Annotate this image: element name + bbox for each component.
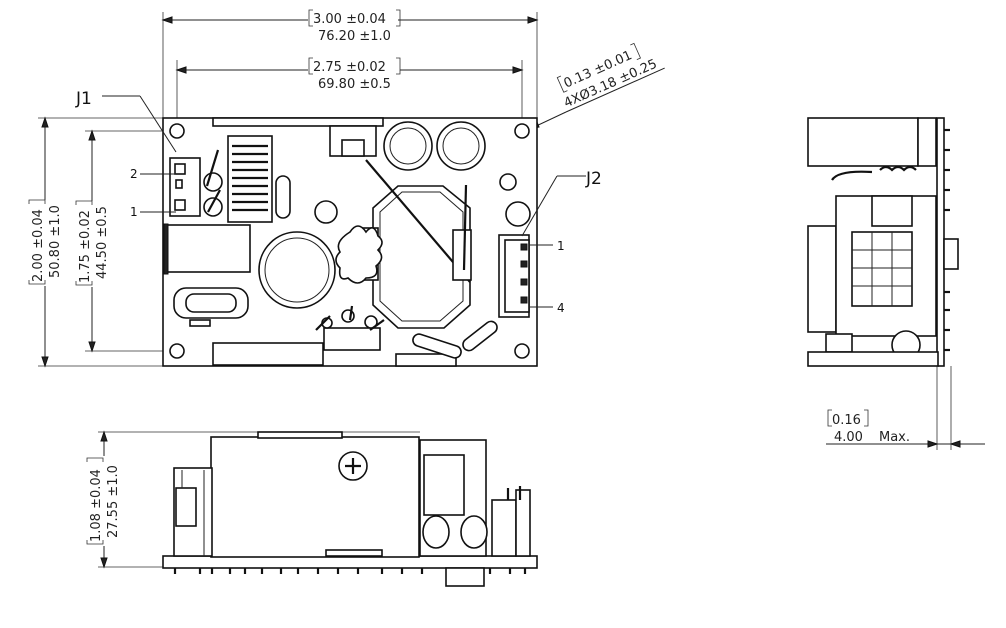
heatsink-cover: [210, 436, 420, 558]
mounting-hole-top-left: [169, 123, 185, 139]
dim-pin-length-inch: 0.16: [832, 413, 861, 428]
j2-pin-1-label: 1: [557, 239, 565, 253]
hole-callout: 0.13 ±0.01 4XØ3.18 ±0.25: [556, 42, 665, 113]
dim-overall-height-inch: 2.00 ±0.04: [31, 209, 46, 282]
mounting-hole-top-right: [514, 123, 530, 139]
mounting-hole-bottom-right: [514, 343, 530, 359]
j1-pin-2-label: 2: [130, 167, 138, 181]
j1-label: J1: [75, 89, 92, 109]
dim-hole-pitch-height-mm: 44.50 ±0.5: [95, 206, 110, 279]
front-view: 1.08 ±0.04 27.55 ±1.0: [86, 430, 538, 587]
capacitor-1: [383, 121, 433, 171]
j1-pin-1-label: 1: [130, 205, 138, 219]
j2-label: J2: [585, 169, 602, 189]
dim-overall-width-mm: 76.20 ±1.0: [318, 29, 391, 44]
dim-overall-width-inch: 3.00 ±0.04: [313, 12, 386, 27]
dim-front-height-mm: 27.55 ±1.0: [106, 465, 121, 538]
line-filter: [165, 224, 251, 273]
dim-hole-pitch-height-inch: 1.75 ±0.02: [78, 210, 93, 283]
bulk-capacitor: [258, 231, 336, 309]
side-view: 0.16 4.00 Max.: [807, 117, 985, 450]
j2-pin-4-label: 4: [557, 301, 565, 315]
inductor-windings: [232, 144, 268, 212]
dim-overall-height-mm: 50.80 ±1.0: [48, 205, 63, 278]
capacitor-2: [436, 121, 486, 171]
mounting-hole-bottom-left: [169, 343, 185, 359]
dim-front-height-inch: 1.08 ±0.04: [89, 469, 104, 542]
dim-pin-length-suffix: Max.: [879, 430, 910, 445]
side-component-block: [807, 117, 919, 167]
dim-pin-length-mm: 4.00: [834, 430, 863, 445]
dim-hole-pitch-width-mm: 69.80 ±0.5: [318, 77, 391, 92]
dim-hole-pitch-width-inch: 2.75 ±0.02: [313, 60, 386, 75]
top-view: 3.00 ±0.04 76.20 ±1.0 2.75 ±0.02 69.80 ±…: [28, 8, 665, 368]
solder-pins: [173, 568, 527, 574]
side-solder-pins: [944, 128, 950, 352]
pcb-side-edge: [936, 117, 945, 367]
